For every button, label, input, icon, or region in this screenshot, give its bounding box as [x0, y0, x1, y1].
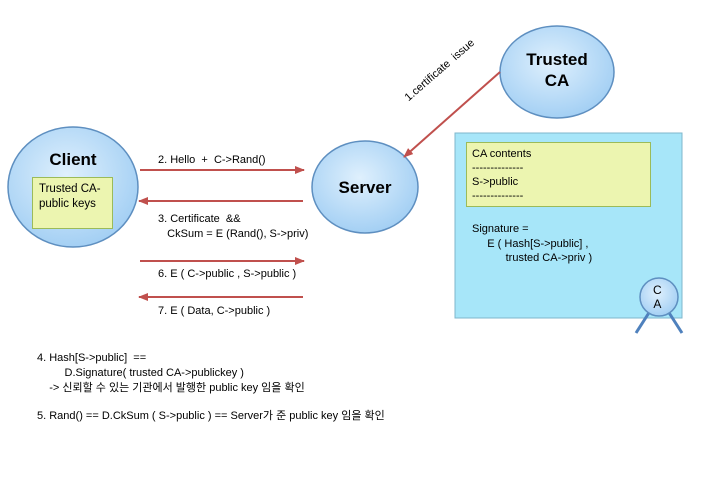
- client-label: Client: [49, 150, 97, 169]
- note-step4: 4. Hash[S->public] == D.Signature( trust…: [37, 352, 305, 394]
- note-step5: 5. Rand() == D.CkSum ( S->public ) == Se…: [37, 410, 385, 422]
- server-node: [311, 140, 419, 234]
- step2-label: 2. Hello + C->Rand(): [158, 154, 266, 166]
- certificate-issue-arrow: [403, 71, 501, 158]
- client-keys-box: [32, 177, 113, 229]
- server-label: Server: [338, 178, 392, 197]
- client-keys-label: Trusted CA- public keys: [39, 183, 101, 210]
- step3-label: 3. Certificate && CkSum = E (Rand(), S->…: [158, 213, 309, 240]
- ca-contents-text: CA contents -------------- S->public ---…: [472, 148, 532, 202]
- ca-stamp-label: C A: [653, 283, 662, 311]
- step7-label: 7. E ( Data, C->public ): [158, 305, 271, 317]
- signature-text: Signature = E ( Hash[S->public] , truste…: [472, 223, 593, 264]
- step6-label: 6. E ( C->public , S->public ): [158, 268, 297, 280]
- ca-stamp-icon: [634, 277, 684, 334]
- trusted-ca-label: Trusted CA: [526, 50, 588, 90]
- ca-contents-box: [466, 142, 651, 207]
